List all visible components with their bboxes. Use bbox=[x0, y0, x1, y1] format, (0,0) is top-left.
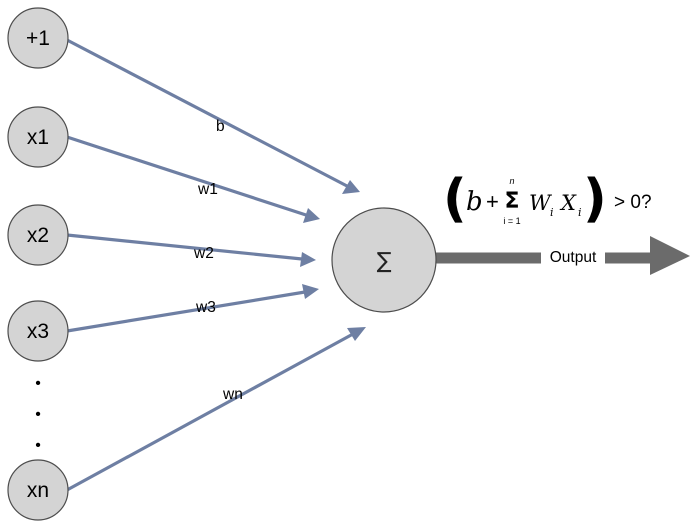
formula-sigma-upper-limit: n bbox=[509, 176, 514, 186]
formula-input-subscript: i bbox=[578, 206, 582, 219]
input-node-label: +1 bbox=[26, 27, 50, 50]
formula-weight-subscript: i bbox=[550, 206, 554, 219]
input-node-circle bbox=[7, 459, 69, 521]
input-node-label: xn bbox=[27, 479, 49, 502]
edge-bias bbox=[66, 38, 348, 188]
ellipsis-dot: • bbox=[35, 375, 41, 392]
weight-labels: b w1 w2 w3 wn bbox=[193, 118, 243, 403]
formula-threshold-comparison: > 0? bbox=[614, 192, 652, 213]
edge-xn bbox=[66, 332, 354, 492]
input-nodes: +1 x1 x2 x3 xn bbox=[7, 7, 69, 521]
output-arrow: Output bbox=[428, 236, 690, 275]
input-node-xn: xn bbox=[7, 459, 69, 521]
edge-x3-arrowhead bbox=[302, 284, 319, 299]
input-node-circle bbox=[7, 106, 69, 168]
weight-label-w3: w3 bbox=[195, 299, 216, 316]
weight-label-wn: wn bbox=[222, 386, 243, 403]
input-node-x2: x2 bbox=[7, 204, 69, 266]
input-node-bias: +1 bbox=[7, 7, 69, 69]
edge-x2-arrowhead bbox=[300, 252, 316, 267]
summation-node: ∑ bbox=[331, 207, 437, 313]
summation-node-circle bbox=[331, 207, 437, 313]
ellipsis-dot: • bbox=[35, 406, 41, 423]
input-node-circle bbox=[7, 300, 69, 362]
formula-sigma-lower-limit: i = 1 bbox=[503, 216, 520, 226]
activation-formula: ( b + n Σ i = 1 W i X i ) > 0? bbox=[443, 169, 652, 229]
weight-label-w2: w2 bbox=[193, 245, 214, 262]
input-node-x3: x3 bbox=[7, 300, 69, 362]
formula-open-paren: ( bbox=[443, 169, 467, 229]
input-node-x1: x1 bbox=[7, 106, 69, 168]
edge-x3 bbox=[66, 290, 306, 333]
edge-x1 bbox=[66, 135, 307, 217]
output-label-background bbox=[541, 246, 605, 266]
input-node-label: x1 bbox=[27, 126, 49, 149]
edge-x1-arrowhead bbox=[303, 208, 320, 223]
weight-label-w1: w1 bbox=[197, 181, 218, 198]
formula-bias-term: b bbox=[466, 187, 483, 217]
output-label: Output bbox=[550, 249, 597, 266]
input-node-label: x2 bbox=[27, 224, 49, 247]
input-node-label: x3 bbox=[27, 320, 49, 343]
weight-label-b: b bbox=[216, 118, 225, 135]
formula-weight-term: W bbox=[529, 191, 553, 215]
summation-icon: ∑ bbox=[377, 249, 392, 274]
ellipsis-dot: • bbox=[35, 437, 41, 454]
formula-plus: + bbox=[486, 189, 499, 214]
formula-close-paren: ) bbox=[583, 169, 607, 229]
input-node-circle bbox=[7, 7, 69, 69]
edge-xn-arrowhead bbox=[347, 327, 366, 341]
edge-bias-arrowhead bbox=[342, 180, 360, 194]
formula-input-term: X bbox=[559, 191, 577, 215]
input-node-circle bbox=[7, 204, 69, 266]
ellipsis-dots: • • • bbox=[35, 375, 41, 454]
edge-x2 bbox=[66, 233, 303, 261]
input-edges bbox=[66, 38, 366, 492]
output-arrow-head bbox=[650, 236, 690, 275]
formula-sigma-icon: Σ bbox=[504, 189, 519, 214]
